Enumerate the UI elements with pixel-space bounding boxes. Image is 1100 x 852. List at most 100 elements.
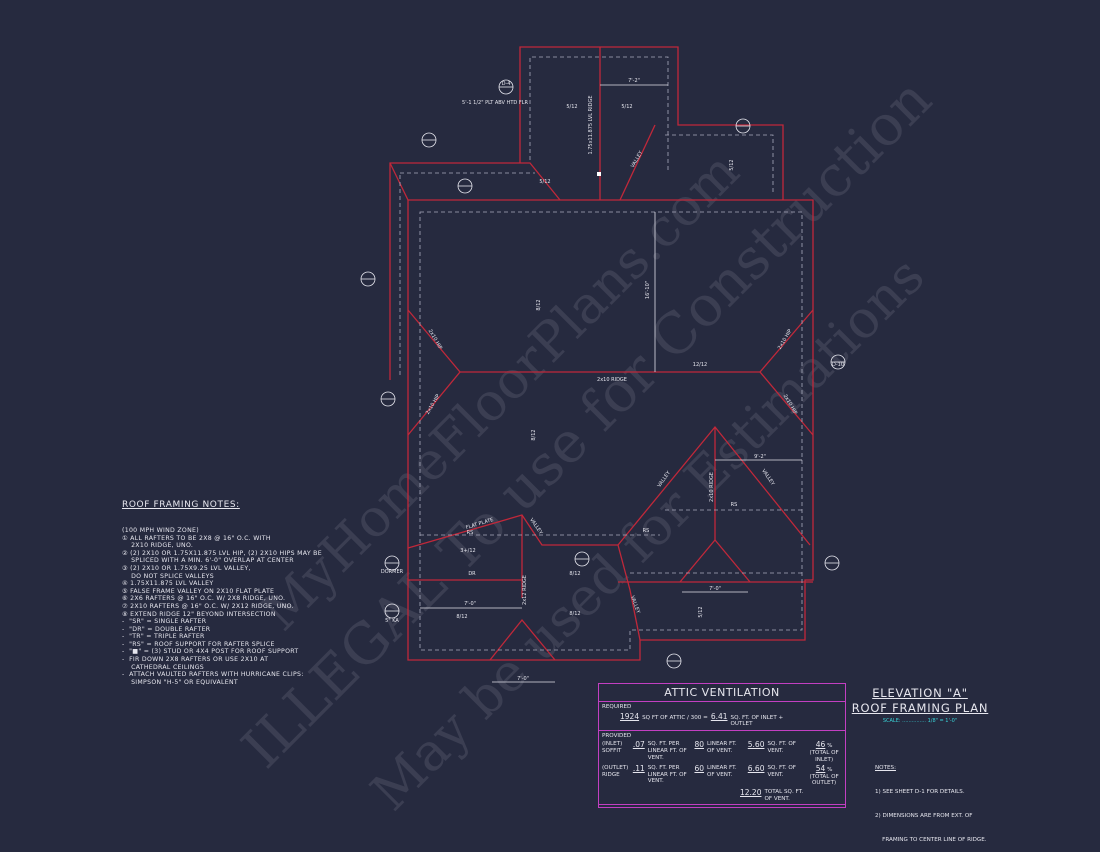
plan-label: 2x12 RIDGE bbox=[522, 575, 528, 605]
soffit-per-text: SQ. FT. PER LINEAR FT. OF VENT. bbox=[647, 741, 687, 761]
ridge-linear-text: LINEAR FT. OF VENT. bbox=[707, 765, 737, 778]
plan-label: 5/12 bbox=[621, 104, 632, 110]
plan-label: 8/12 bbox=[569, 611, 580, 617]
general-notes: NOTES: 1) SEE SHEET D-1 FOR DETAILS. 2) … bbox=[875, 748, 987, 852]
ridge-vent: 6.60 bbox=[747, 764, 765, 774]
ridge-sqft-text: SQ. FT. OF VENT. bbox=[767, 765, 797, 778]
attic-ventilation-table: ATTIC VENTILATION REQUIRED 1924 SQ FT OF… bbox=[598, 683, 846, 809]
plan-label: VALLEY bbox=[656, 469, 672, 488]
plan-label: D-10 bbox=[832, 362, 844, 368]
note-line: ② (2) 2x10 OR 1.75x11.875 LVL HIP, (2) 2… bbox=[122, 549, 322, 557]
plan-label: 1.75x11.875 LVL RIDGE bbox=[588, 95, 594, 154]
plan-label: 5/12 bbox=[698, 606, 704, 617]
note-line: - "TR" = TRIPLE RAFTER bbox=[122, 633, 205, 641]
outlet-label: (OUTLET) RIDGE bbox=[602, 765, 629, 778]
notes-title: ROOF FRAMING NOTES: bbox=[122, 500, 240, 511]
inlet-pct-label: (TOTAL OF INLET) bbox=[809, 749, 839, 763]
general-note: FRAMING TO CENTER LINE OF RIDGE. bbox=[875, 837, 987, 843]
plan-label: 16'-10" bbox=[645, 281, 651, 299]
plan-label: 8/12 bbox=[569, 571, 580, 577]
note-line: CATHEDRAL CEILINGS bbox=[122, 663, 205, 671]
total-vent: 12.20 bbox=[740, 787, 762, 797]
plan-label: 5/12 bbox=[729, 159, 735, 170]
plan-label: 5'-1 1/2" PLT ABV HTD FLR bbox=[462, 100, 528, 106]
inlet-pct: 46 bbox=[815, 740, 826, 750]
soffit-linear: 80 bbox=[694, 740, 705, 750]
outlet-pct-label: (TOTAL OF OUTLET) bbox=[809, 773, 839, 787]
attic-text: SQ FT OF ATTIC / 300 = bbox=[642, 714, 708, 721]
soffit-rate: .07 bbox=[632, 740, 645, 750]
note-line: ③ (2) 2x10 OR 1.75x9.25 LVL VALLEY, bbox=[122, 564, 251, 572]
plan-label: 5/12 bbox=[539, 179, 550, 185]
wall-lines bbox=[399, 56, 803, 651]
plan-label: 2x10 RIDGE bbox=[709, 472, 715, 502]
title-plan: ROOF FRAMING PLAN bbox=[851, 701, 989, 715]
note-line: ④ 1.75x11.875 LVL VALLEY bbox=[122, 580, 214, 588]
plan-label: 9'-2" bbox=[754, 454, 766, 460]
general-note: 2) DIMENSIONS ARE FROM EXT. OF bbox=[875, 813, 973, 819]
note-line: ⑧ EXTEND RIDGE 12" BEYOND INTERSECTION bbox=[122, 610, 276, 618]
plan-label: VALLEY bbox=[630, 149, 645, 169]
title-block: ELEVATION "A" ROOF FRAMING PLAN SCALE: .… bbox=[850, 686, 990, 724]
scale-label: SCALE: ............... 1/8" = 1'-0" bbox=[882, 718, 958, 724]
plan-label: 2x10 HIP bbox=[427, 328, 443, 350]
outlet-pct: 54 bbox=[815, 764, 826, 774]
ridge-rate: .11 bbox=[632, 764, 645, 774]
plan-label: 8/12 bbox=[456, 614, 467, 620]
note-line: 2x10 RIDGE, UNO. bbox=[122, 542, 194, 550]
plan-label: D-4 bbox=[502, 81, 511, 87]
plan-label: RS bbox=[731, 502, 738, 508]
notes-lines: (100 MPH WIND ZONE)① ALL RAFTERS TO BE 2… bbox=[122, 527, 322, 686]
plan-label: 3+/12 bbox=[460, 548, 475, 554]
ridge-per-text: SQ. FT. PER LINEAR FT. OF VENT. bbox=[647, 765, 687, 785]
post-marker bbox=[597, 172, 601, 176]
general-notes-title: NOTES: bbox=[875, 765, 896, 771]
plan-label: 8/12 bbox=[531, 429, 537, 440]
outlet-pct-sign: % bbox=[827, 767, 833, 774]
required-vent: 6.41 bbox=[710, 711, 728, 721]
plan-label: 5" KA bbox=[385, 618, 399, 624]
attic-sqft: 1924 bbox=[620, 711, 640, 721]
note-line: - "■" = (3) STUD OR 4x4 POST FOR ROOF SU… bbox=[122, 648, 299, 656]
plan-label: 2x10 HIP bbox=[777, 328, 793, 350]
detail-callouts bbox=[360, 79, 846, 669]
required-label: REQUIRED bbox=[602, 704, 632, 710]
title-elevation: ELEVATION "A" bbox=[872, 686, 968, 700]
note-line: SPLICED WITH A MIN. 6'-0" OVERLAP AT CEN… bbox=[122, 557, 294, 565]
plan-label: DORMER bbox=[381, 569, 404, 575]
roof-outline bbox=[389, 46, 814, 661]
note-line: DO NOT SPLICE VALLEYS bbox=[122, 572, 214, 580]
plan-label: VALLEY bbox=[760, 468, 776, 487]
plan-label: 2x10 HIP bbox=[782, 393, 798, 415]
note-line: ⑤ FALSE FRAME VALLEY ON 2x10 FLAT PLATE bbox=[122, 587, 275, 595]
plan-label: 5/12 bbox=[566, 104, 577, 110]
plan-label: 7'-2" bbox=[628, 78, 640, 84]
note-line: (100 MPH WIND ZONE) bbox=[122, 526, 199, 534]
note-line: ① ALL RAFTERS TO BE 2x8 @ 16" O.C. WITH bbox=[122, 534, 271, 542]
ridge-linear: 60 bbox=[694, 764, 705, 774]
plan-label: FLAT PLATE bbox=[465, 517, 494, 531]
plan-label: 7'-0" bbox=[464, 601, 476, 607]
plan-label: 12/12 bbox=[693, 362, 707, 368]
plan-label: DR bbox=[468, 571, 476, 577]
plan-label: 7'-0" bbox=[709, 586, 721, 592]
inlet-label: (INLET) SOFFIT bbox=[602, 741, 623, 754]
general-note: 1) SEE SHEET D-1 FOR DETAILS. bbox=[875, 789, 965, 795]
note-line: ⑥ 2x6 RAFTERS @ 16" O.C. W/ 2x8 RIDGE, U… bbox=[122, 595, 286, 603]
note-line: SIMPSON "H-5" OR EQUIVALENT bbox=[122, 678, 238, 686]
note-line: - "DR" = DOUBLE RAFTER bbox=[122, 625, 211, 633]
note-line: - FIR DOWN 2x8 RAFTERS OR USE 2x10 AT bbox=[122, 656, 269, 664]
note-line: - "RS" = ROOF SUPPORT FOR RAFTER SPLICE bbox=[122, 640, 275, 648]
plan-label: RS bbox=[467, 530, 474, 536]
plan-label: 2x10 RIDGE bbox=[597, 377, 627, 383]
inlet-pct-sign: % bbox=[827, 743, 833, 750]
plan-label: 7'-0" bbox=[517, 676, 529, 682]
dimension-lines bbox=[420, 84, 802, 683]
soffit-linear-text: LINEAR FT. OF VENT. bbox=[707, 741, 737, 754]
attic-title: ATTIC VENTILATION bbox=[664, 686, 780, 699]
plan-label: 2x10 HIP bbox=[425, 393, 441, 415]
soffit-sqft-text: SQ. FT. OF VENT. bbox=[767, 741, 797, 754]
plan-label: RS bbox=[643, 528, 650, 534]
